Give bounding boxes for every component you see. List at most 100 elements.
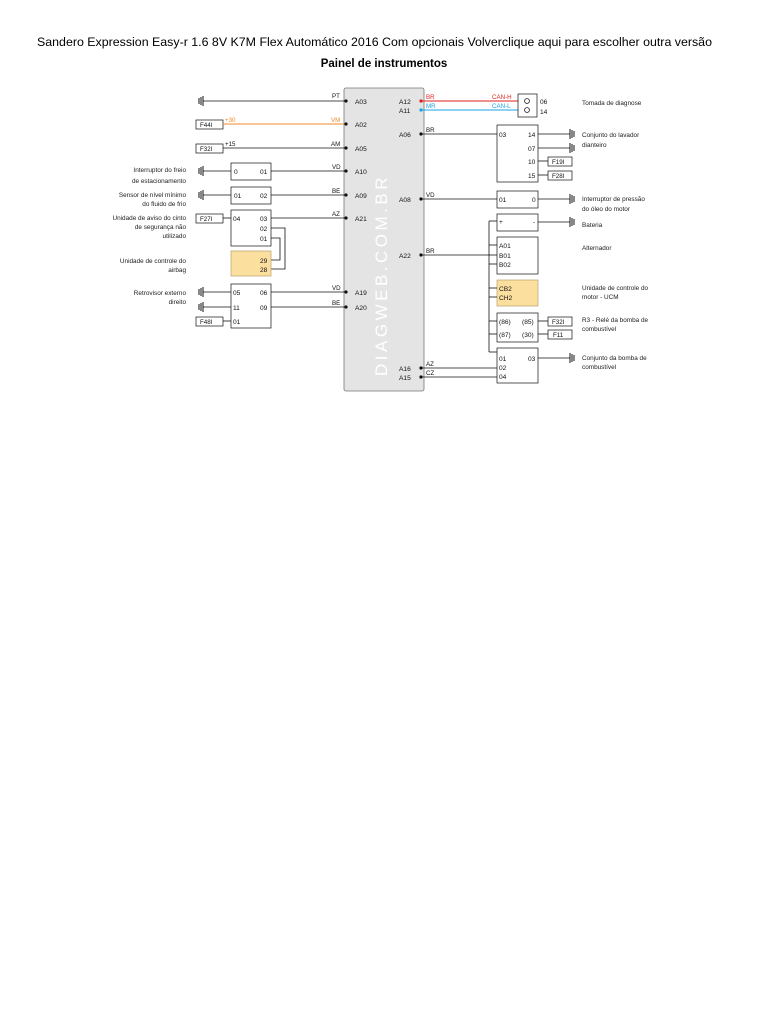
component-rele-line2: combustível	[582, 326, 616, 333]
pin-label: A01	[499, 243, 511, 250]
ground-symbol	[569, 352, 575, 364]
wire-label-be: BE	[332, 300, 340, 307]
connector-bateria	[496, 213, 539, 232]
ground-symbol	[198, 165, 204, 177]
pin-a22: A22	[399, 253, 411, 260]
component-fluido-line2: do fluido de frio	[142, 201, 186, 208]
pin-label: 03	[528, 356, 536, 363]
pin-a08: A08	[399, 197, 411, 204]
fuse-f11	[547, 329, 573, 340]
pin-label: 03	[260, 216, 268, 223]
ground-symbol	[569, 128, 575, 140]
pin-label: 01	[233, 319, 241, 326]
connector-alternador	[496, 236, 539, 275]
pin-label: 11	[233, 305, 240, 312]
fuse-f32-left-label: F32I	[200, 146, 213, 153]
pin-a15: A15	[399, 375, 411, 382]
pin-a21: A21	[355, 216, 367, 223]
pin-label: 06	[260, 290, 268, 297]
component-ucm-line1: Unidade de controle do	[582, 285, 649, 292]
wire-label-vd: VD	[426, 192, 435, 199]
component-oleo-line1: Interruptor de pressão	[582, 196, 645, 203]
fuse-f48	[195, 316, 224, 327]
pin-label: (87)	[499, 332, 511, 339]
component-bateria: Bateria	[582, 222, 603, 229]
wire-label-vd: VD	[332, 285, 341, 292]
pin-label: 02	[260, 226, 268, 233]
fuse-f19	[547, 156, 573, 167]
fuse-f28-label: F28I	[552, 173, 565, 180]
wire-label-pt: PT	[332, 93, 340, 100]
pin-a16: A16	[399, 366, 411, 373]
pin-label: 01	[260, 236, 268, 243]
pin-label: 09	[260, 305, 268, 312]
pin-a06: A06	[399, 132, 411, 139]
connector-ucm	[496, 279, 539, 307]
pin-label: B01	[499, 253, 511, 260]
fuse-f19-label: F19I	[552, 159, 565, 166]
component-retrovisor-line1: Retrovisor externo	[134, 290, 187, 297]
pin-label: 0	[532, 197, 536, 204]
pin-label: 01	[234, 193, 242, 200]
component-alternador: Alternador	[582, 245, 612, 252]
pin-a03: A03	[355, 99, 367, 106]
wire-label-cz: CZ	[426, 370, 434, 377]
pin-label: 01	[260, 169, 268, 176]
component-lavador-line2: dianteiro	[582, 142, 607, 149]
pin-label: 07	[528, 146, 536, 153]
fuse-f32-right	[547, 316, 573, 327]
pin-label: 15	[528, 173, 536, 180]
wire-label-plus15: +15	[225, 141, 236, 148]
pin-label: -	[533, 219, 535, 226]
component-freio-line1: Interruptor do freio	[133, 167, 186, 174]
connector-oleo	[496, 190, 539, 209]
wire-label-br: BR	[426, 248, 435, 255]
pin-label: B02	[499, 262, 511, 269]
pin-label: 05	[233, 290, 241, 297]
component-retrovisor-line2: direito	[169, 299, 187, 306]
wire-label-br: BR	[426, 127, 435, 134]
pin-label: 29	[260, 258, 268, 265]
fuse-f11-label: F11	[553, 332, 564, 339]
connector-diagnose	[517, 93, 538, 118]
component-diagnose: Tomada de diagnose	[582, 100, 642, 107]
component-bomba-line2: combustível	[582, 364, 616, 371]
pin-label: 04	[499, 374, 507, 381]
component-fluido-line1: Sensor de nível mínimo	[119, 192, 187, 199]
component-airbag-line2: airbag	[168, 267, 186, 274]
wire-label-plus30: +30	[225, 117, 236, 124]
pin-label: 04	[233, 216, 241, 223]
fuse-f27-label: F27I	[200, 216, 213, 223]
wire-label-br-red: BR	[426, 94, 435, 101]
ground-symbol	[198, 189, 204, 201]
ground-symbol	[198, 301, 204, 313]
connector-bomba	[496, 347, 539, 384]
component-bomba-line1: Conjunto da bomba de	[582, 355, 647, 362]
connector-freio	[230, 162, 272, 181]
pin-label: 14	[540, 109, 548, 116]
instrument-panel	[343, 87, 425, 392]
page-header-title[interactable]: Sandero Expression Easy-r 1.6 8V K7M Fle…	[37, 35, 712, 49]
pin-label: 14	[528, 132, 536, 139]
connector-fluido	[230, 186, 272, 205]
component-lavador-line1: Conjunto do lavador	[582, 132, 640, 139]
wire-label-vd: VD	[332, 164, 341, 171]
pin-label: +	[499, 219, 503, 226]
wire-label-az: AZ	[426, 361, 434, 368]
ground-symbol	[198, 286, 204, 298]
pin-label: (86)	[499, 319, 511, 326]
wire-label-can-l: CAN-L	[492, 103, 511, 110]
fuse-f44-label: F44I	[200, 122, 213, 129]
ground-symbol	[569, 216, 575, 228]
pin-label: 01	[499, 356, 507, 363]
watermark: DIAGWEB.COM.BR	[372, 174, 391, 376]
connector-airbag	[230, 250, 272, 277]
connector-retrovisor	[230, 283, 272, 329]
component-cinto-line1: Unidade de aviso do cinto	[112, 215, 186, 222]
pin-label: 02	[260, 193, 268, 200]
pin-label: 06	[540, 99, 548, 106]
pin-label: CB2	[499, 286, 512, 293]
wire-label-az: AZ	[332, 211, 340, 218]
pin-label: (85)	[522, 319, 534, 326]
